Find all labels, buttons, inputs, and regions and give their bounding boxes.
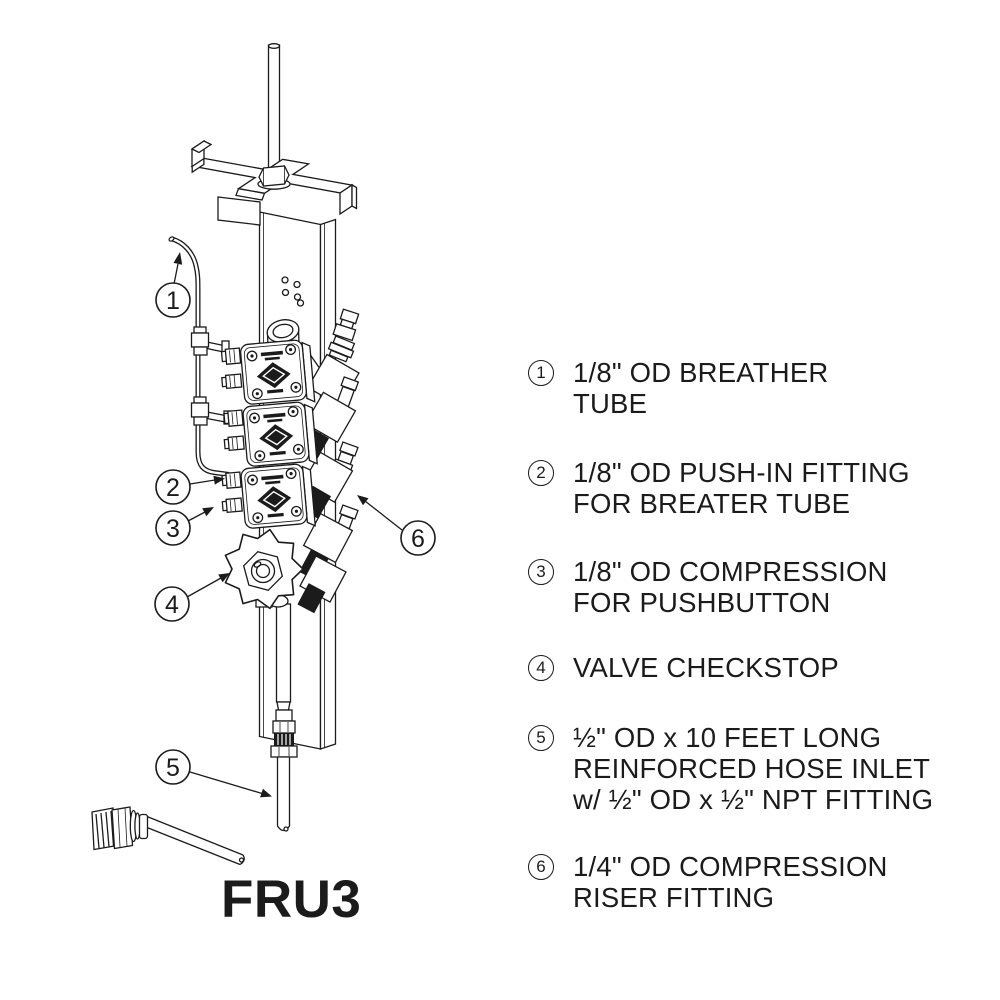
legend-item-number: 4 bbox=[536, 658, 546, 677]
legend-item-number-badge: 2 bbox=[528, 460, 554, 486]
column-holes bbox=[281, 276, 305, 307]
legend-item-number-badge: 5 bbox=[528, 725, 554, 751]
bracket-nut bbox=[257, 165, 291, 190]
legend-item-text: 1/8" OD BREATHER TUBE bbox=[573, 357, 828, 419]
callout-number: 5 bbox=[166, 754, 180, 782]
legend-line: REINFORCED HOSE INLET bbox=[573, 753, 931, 784]
legend-item-number-badge: 6 bbox=[528, 854, 554, 880]
legend-item-2: 2 1/8" OD PUSH-IN FITTING FOR BREATER TU… bbox=[528, 457, 910, 519]
legend-item-text: VALVE CHECKSTOP bbox=[573, 652, 839, 683]
callout-4: 4 bbox=[154, 573, 230, 622]
callout-5: 5 bbox=[155, 749, 272, 798]
legend-item-text: 1/4" OD COMPRESSION RISER FITTING bbox=[573, 851, 888, 913]
reinforced-hose bbox=[276, 756, 291, 832]
legend-item-6: 6 1/4" OD COMPRESSION RISER FITTING bbox=[528, 851, 888, 913]
legend-line: VALVE CHECKSTOP bbox=[573, 652, 839, 683]
legend-line: w/ ½" OD x ½" NPT FITTING bbox=[573, 784, 934, 815]
callout-2: 2 bbox=[155, 469, 225, 505]
breather-tube bbox=[168, 236, 230, 477]
legend-item-4: 4 VALVE CHECKSTOP bbox=[528, 652, 839, 683]
legend-item-number-badge: 1 bbox=[528, 360, 554, 386]
valve-module-1 bbox=[218, 338, 316, 411]
valve-module-3 bbox=[218, 462, 316, 535]
legend-item-number-badge: 3 bbox=[528, 559, 554, 585]
legend-line: RISER FITTING bbox=[573, 882, 775, 913]
legend-item-number: 2 bbox=[536, 463, 546, 482]
legend-item-number-badge: 4 bbox=[528, 655, 554, 681]
callout-6: 6 bbox=[357, 495, 436, 556]
legend-line: FOR BREATER TUBE bbox=[573, 488, 851, 519]
legend-line: 1/8" OD PUSH-IN FITTING bbox=[573, 457, 910, 488]
legend-item-number: 6 bbox=[536, 857, 546, 876]
legend-item-number: 1 bbox=[536, 363, 546, 382]
valve-module-stack bbox=[218, 338, 318, 535]
legend-item-3: 3 1/8" OD COMPRESSION FOR PUSHBUTTON bbox=[528, 556, 888, 618]
legend-item-text: ½" OD x 10 FEET LONG REINFORCED HOSE INL… bbox=[573, 722, 933, 815]
callouts: 1 2 3 4 bbox=[154, 252, 436, 798]
legend-line: 1/8" OD BREATHER bbox=[573, 357, 829, 388]
legend-item-5: 5 ½" OD x 10 FEET LONG REINFORCED HOSE I… bbox=[528, 722, 933, 815]
product-title: FRU3 bbox=[221, 870, 362, 929]
legend-item-number: 5 bbox=[536, 728, 546, 747]
callout-number: 1 bbox=[166, 287, 180, 315]
callout-number: 4 bbox=[165, 591, 179, 619]
legend-line: TUBE bbox=[573, 388, 648, 419]
riser-rod bbox=[267, 43, 281, 171]
legend-line: 1/8" OD COMPRESSION bbox=[573, 556, 888, 587]
callout-1: 1 bbox=[155, 252, 191, 318]
legend-item-text: 1/8" OD PUSH-IN FITTING FOR BREATER TUBE bbox=[573, 457, 910, 519]
callout-number: 2 bbox=[166, 474, 180, 502]
checkstop-valve bbox=[224, 528, 304, 610]
valve-module-2 bbox=[220, 400, 318, 473]
legend-line: FOR PUSHBUTTON bbox=[573, 587, 831, 618]
legend-line: ½" OD x 10 FEET LONG bbox=[573, 722, 882, 753]
legend-item-text: 1/8" OD COMPRESSION FOR PUSHBUTTON bbox=[573, 556, 888, 618]
npt-inlet-fitting bbox=[91, 806, 245, 866]
callout-3: 3 bbox=[155, 507, 214, 546]
callout-number: 3 bbox=[166, 515, 180, 543]
legend-item-number: 3 bbox=[536, 562, 546, 581]
legend-item-1: 1 1/8" OD BREATHER TUBE bbox=[528, 357, 828, 419]
callout-number: 6 bbox=[411, 525, 425, 553]
legend-line: 1/4" OD COMPRESSION bbox=[573, 851, 888, 882]
